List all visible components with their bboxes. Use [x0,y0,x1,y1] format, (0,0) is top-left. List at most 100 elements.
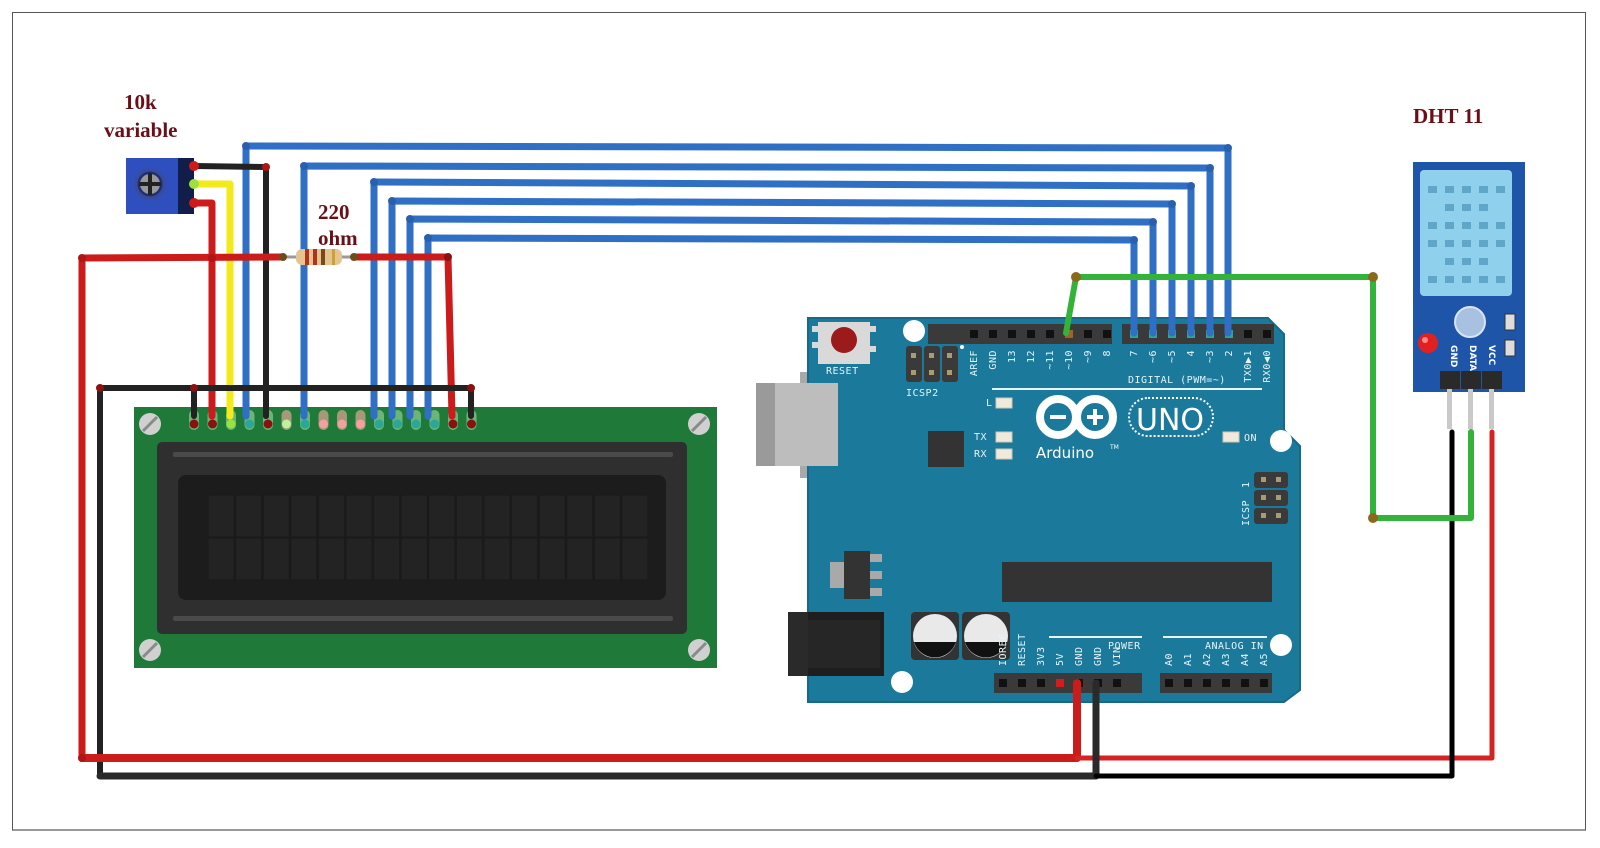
dht11-label: DHT 11 [1413,104,1483,128]
logo-minus [1050,415,1066,419]
pot-pin-dot [189,179,199,189]
mount-hole [1270,634,1292,656]
wire-d2-rs [242,142,1232,420]
lcd-pin [263,419,273,429]
header-pin-label: RESET [1017,633,1028,666]
regulator-leg [870,571,882,579]
header-pin [1263,330,1271,338]
dht11-sensor-housing [1420,170,1512,296]
junction-dot [1368,513,1378,523]
junction-dot [300,162,308,170]
resistor-band [313,249,317,265]
dht-grille-slot [1428,276,1437,283]
icsp-pin [1276,477,1281,482]
dht-grille-slot [1445,276,1454,283]
lcd-char-cell [593,494,621,538]
lcd-char-cell [317,537,345,581]
dht-pin-housing [1482,371,1502,389]
lcd-char-cell [538,494,566,538]
arduino-logo [1036,395,1117,439]
smd-resistor [1504,339,1516,357]
header-pin-label: TX0▶1 [1243,350,1254,383]
header-pin [1260,679,1268,687]
dht-pin-housing [1461,371,1481,389]
header-pin [999,679,1007,687]
junction-dot [78,254,86,262]
cap-stripe [965,642,1007,658]
wire-gnd-to-dht-gnd [1093,429,1455,779]
header-pin-label: GND [988,350,999,370]
wire-5v-to-dht-vcc [1074,429,1495,761]
screw [688,413,710,435]
header-pin-label: GND [1074,646,1085,666]
dht11-module: GND DATA VCC [1413,162,1525,429]
led-on-label: ON [1244,433,1257,444]
digital-header-left [928,324,1112,344]
icsp2-pin [911,353,916,358]
lcd-char-cell [262,537,290,581]
dht-grille-slot [1479,186,1488,193]
lcd-char-cell [483,537,511,581]
header-pin [989,330,997,338]
usb-tab-top [800,372,810,384]
lcd-16x2 [134,407,717,668]
led-rx-label: RX [974,449,987,460]
icsp2-col [924,346,940,382]
uno-model-text: UNO [1136,403,1204,438]
icsp-label: ICSP [1241,500,1252,526]
screw [139,639,161,661]
junction-dot [424,234,432,242]
lcd-pin [208,419,217,429]
header-pin-label: ~5 [1167,350,1178,363]
lcd-pin [374,419,384,429]
bezel-rail-top [173,452,673,457]
power-header [994,673,1142,693]
icsp2-pin [947,353,952,358]
lcd-char-cell [235,537,263,581]
capacitor [911,612,959,660]
resistor-220-ohm [279,249,358,265]
header-pin-label: A5 [1259,653,1270,666]
header-pin [1008,330,1016,338]
lcd-char-cell [455,537,483,581]
header-pin [1113,679,1121,687]
reset-button[interactable] [812,322,876,364]
icsp-row [1254,508,1288,524]
lcd-char-cell [345,494,373,538]
digital-label: DIGITAL (PWM=~) [1128,375,1226,386]
lcd-pin [467,419,476,429]
arduino-pcb [808,318,1300,702]
header-pin [1018,679,1026,687]
header-body [1122,324,1274,344]
junction-dot [1187,182,1195,190]
lcd-char-cell [345,537,373,581]
dht-grille-slot [1445,222,1454,229]
dht-pin-housing [1440,371,1460,389]
lcd-char-cell [511,494,539,538]
header-pin-label: A0 [1164,653,1175,666]
icsp-pin [1261,495,1266,500]
header-pin-label: VIN [1112,646,1123,666]
power-label: POWER [1108,641,1141,652]
icsp2-dot [960,345,964,349]
jack-front [788,612,808,676]
icsp2-label: ICSP2 [906,388,939,399]
header-pin-label: GND [1093,646,1104,666]
lcd-char-cell [373,537,401,581]
header-pin-label: ~9 [1083,350,1094,363]
lcd-char-cell [400,537,428,581]
led-tx [995,431,1013,443]
dht-grille-slot [1428,222,1437,229]
jack-inner [808,620,880,668]
reset-leg [812,326,818,332]
header-pin [1203,679,1211,687]
reset-leg [870,346,876,352]
screw-slot [690,641,708,659]
arduino-pcb-outline [807,317,1301,703]
header-pin [1084,330,1092,338]
dht11-grille [1428,186,1505,283]
regulator-body [844,551,870,599]
header-pin [1037,679,1045,687]
header-pin [1103,330,1111,338]
junction-dot [208,254,216,262]
